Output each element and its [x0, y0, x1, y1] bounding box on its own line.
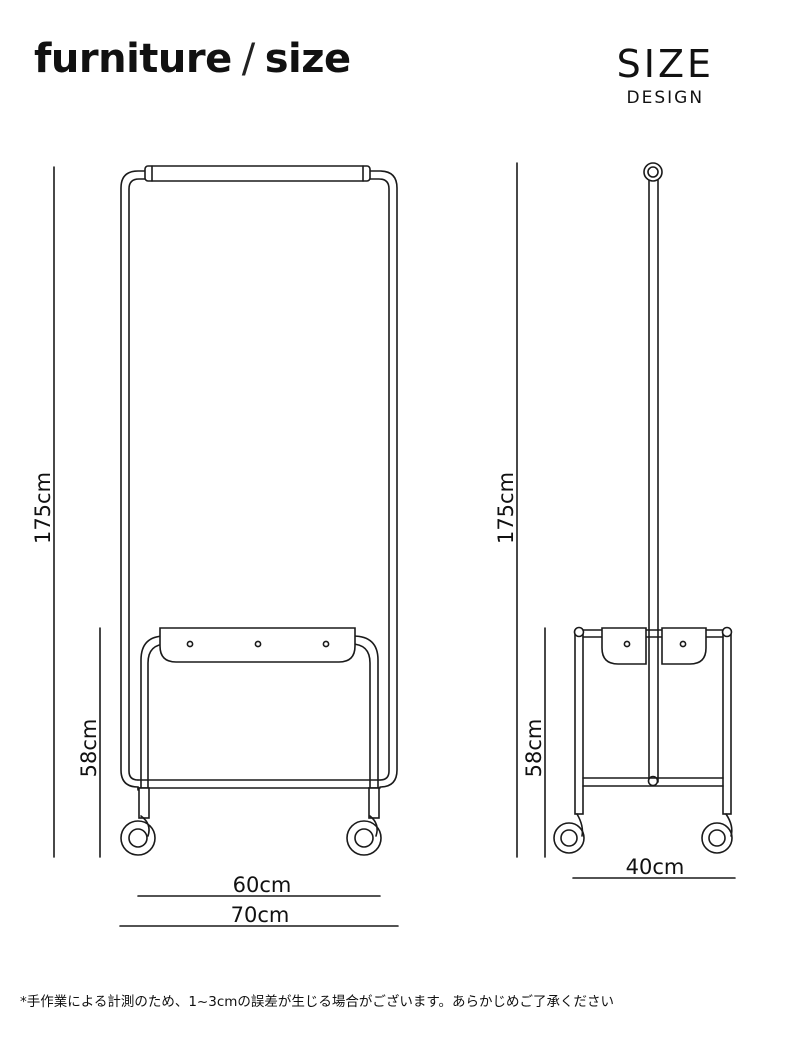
front-inner-frame	[128, 178, 390, 781]
front-outer-frame	[120, 170, 398, 791]
side-view-rack	[553, 162, 733, 854]
front-view-rack	[120, 165, 398, 856]
front-wheel-left	[120, 815, 156, 856]
front-height-shelf-label: 58cm	[77, 719, 101, 778]
front-shelf-panel	[159, 627, 356, 663]
side-depth-label: 40cm	[626, 855, 685, 879]
front-width-inner-label: 60cm	[233, 873, 292, 897]
side-wheel-right	[701, 813, 733, 854]
brand-mark: SIZE DESIGN	[617, 44, 714, 108]
measurement-footnote: *手作業による計測のため、1~3cmの誤差が生じる場合がございます。あらかじめご…	[20, 994, 615, 1010]
side-height-shelf-label: 58cm	[522, 719, 546, 778]
title-main: furniture	[34, 36, 232, 82]
side-wheel-left	[553, 813, 585, 854]
front-wheel-right	[346, 815, 382, 856]
title-separator: /	[241, 36, 255, 82]
page-title: furniture/size	[34, 36, 351, 82]
side-panel-left	[601, 627, 647, 665]
front-width-outer-label: 70cm	[231, 903, 290, 927]
front-height-total-label: 175cm	[31, 472, 55, 544]
brand-size: SIZE	[616, 42, 714, 86]
title-sub: size	[264, 36, 351, 82]
side-height-total-label: 175cm	[494, 472, 518, 544]
front-top-bar	[144, 165, 371, 182]
brand-design: DESIGN	[626, 88, 705, 108]
